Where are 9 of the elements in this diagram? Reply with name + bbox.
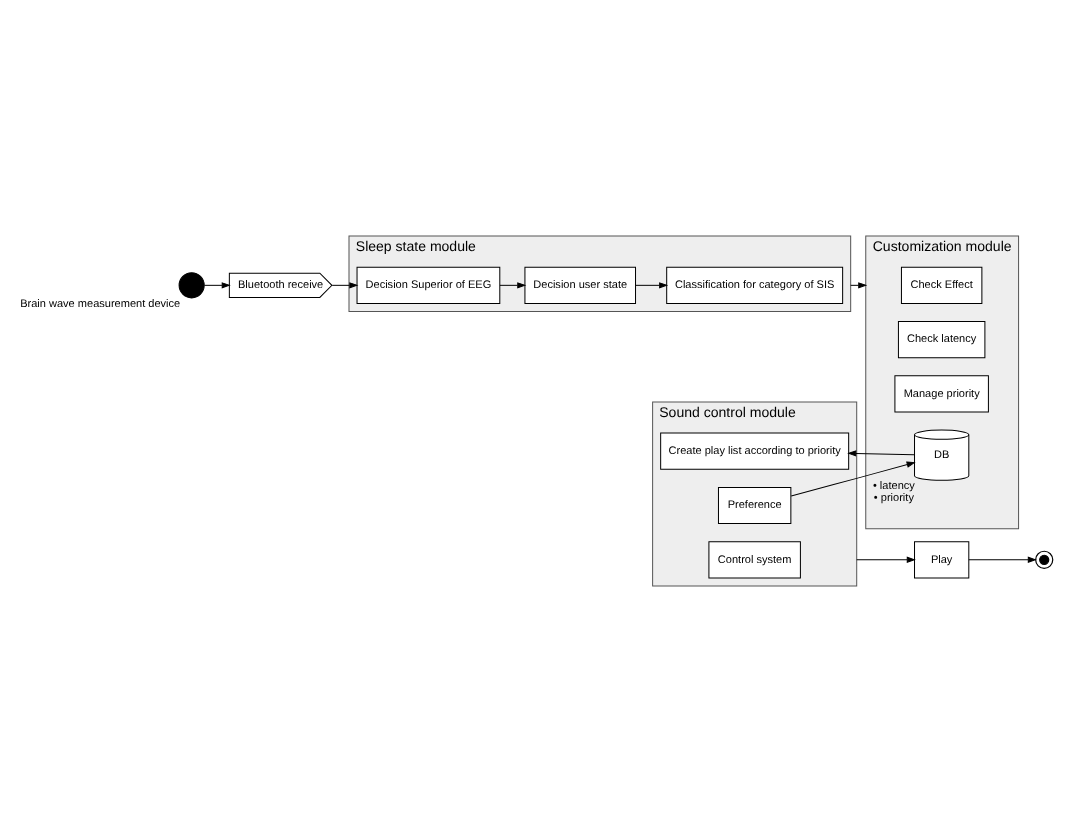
node-circle [178, 271, 205, 298]
arrow [331, 281, 359, 288]
arrow [499, 281, 527, 288]
arrow [847, 449, 915, 456]
arrow [790, 460, 916, 496]
arrow [635, 281, 669, 288]
arrow [203, 281, 231, 288]
arrow [968, 555, 1037, 562]
arrow [856, 555, 916, 562]
